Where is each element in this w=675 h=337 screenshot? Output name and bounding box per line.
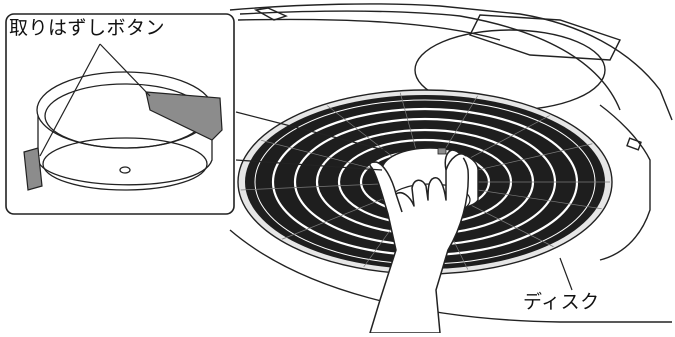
disk-leader-line	[560, 258, 572, 290]
disk-label: ディスク	[523, 293, 600, 312]
release-button-label: 取りはずしボタン	[9, 19, 165, 38]
inset-box	[6, 14, 234, 214]
